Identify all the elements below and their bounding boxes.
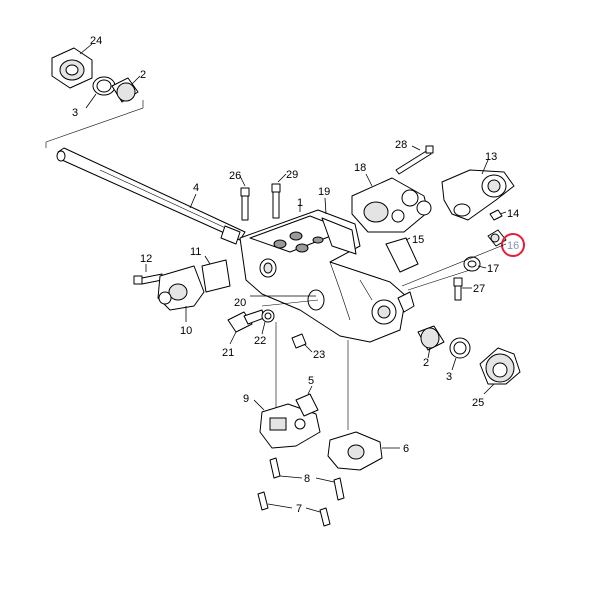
part-16-fitting[interactable] [487,229,525,257]
callout-3-lower: 3 [446,371,452,383]
part-4-shaft[interactable] [56,147,246,245]
part-28-bolt[interactable] [395,145,434,175]
callout-15: 15 [412,234,424,246]
callout-11: 11 [190,246,201,258]
part-2-bearing-lower[interactable] [417,325,445,359]
callout-24: 24 [90,35,102,47]
part-10-cover[interactable] [157,265,205,322]
callout-9: 9 [243,393,249,405]
part-24-collar[interactable] [51,43,93,89]
callout-22: 22 [254,335,266,347]
callout-1: 1 [297,197,303,209]
part-13-valve[interactable] [441,159,515,221]
part-22-washer[interactable] [261,309,275,335]
part-7-pin-a[interactable] [257,491,269,511]
part-29-bolt[interactable] [271,173,287,219]
part-8-pin-a[interactable] [269,457,281,479]
part-8-pin-b[interactable] [333,477,345,501]
part-6-fork[interactable] [327,431,400,471]
callout-13: 13 [485,151,497,163]
callout-10: 10 [180,325,192,337]
part-18-pump[interactable] [351,173,432,233]
part-17-washer[interactable] [463,256,487,272]
part-2-bearing-top[interactable] [111,75,141,103]
part-21-sensor[interactable] [227,309,265,345]
part-15-gasket[interactable] [385,237,419,273]
part-11-gasket[interactable] [201,255,231,293]
part-23-plug[interactable] [291,333,313,353]
callout-29: 29 [286,169,298,181]
part-5-fork-piece[interactable] [295,385,319,417]
callout-2-top: 2 [140,69,146,81]
callout-16: 16 [507,240,519,252]
callout-25: 25 [472,397,484,409]
part-3-ring-lower[interactable] [449,337,471,371]
callout-6: 6 [403,443,409,455]
part-27-bolt[interactable] [453,277,472,301]
part-25-flange[interactable] [479,347,521,395]
callout-26: 26 [229,170,241,182]
callout-7: 7 [296,503,302,515]
callout-8: 8 [304,473,310,485]
callout-14: 14 [507,208,519,220]
callout-21: 21 [222,347,234,359]
part-14-screw[interactable] [489,209,507,221]
callout-3-top: 3 [72,107,78,119]
part-16-highlight-circle [501,233,525,257]
callout-18: 18 [354,162,366,174]
part-26-bolt[interactable] [239,175,250,221]
callout-5: 5 [308,375,314,387]
callout-20: 20 [234,297,246,309]
part-7-pin-b[interactable] [319,507,331,527]
callout-23: 23 [313,349,325,361]
part-19-gasket[interactable] [321,197,357,255]
callout-2-lower: 2 [423,357,429,369]
part-3-ring-top[interactable] [85,76,116,109]
callout-4: 4 [193,182,199,194]
callout-19: 19 [318,186,330,198]
callout-12: 12 [140,253,152,265]
part-12-bolt[interactable] [133,264,163,285]
callout-27: 27 [473,283,485,295]
callout-17: 17 [487,263,499,275]
callout-28: 28 [395,139,407,151]
